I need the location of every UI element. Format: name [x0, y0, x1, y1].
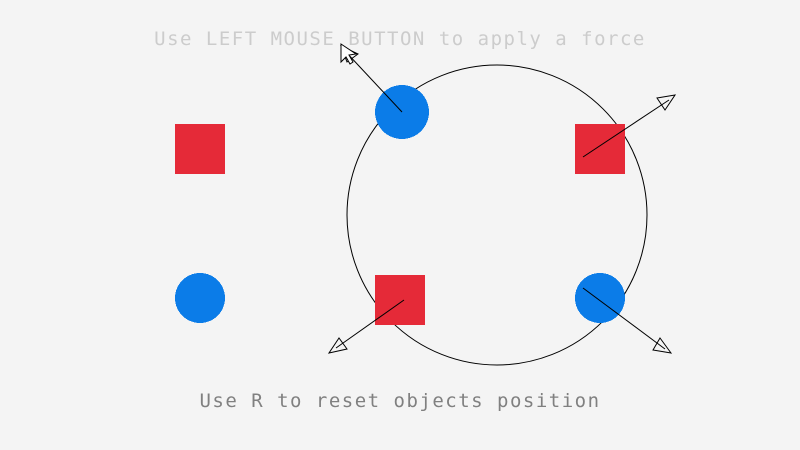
- body-square-left[interactable]: [175, 124, 225, 174]
- force-vector-circle-right: [582, 287, 673, 354]
- body-square-center[interactable]: [375, 275, 425, 325]
- boundary-circle: [346, 64, 648, 366]
- force-vector-square-right: [582, 94, 677, 158]
- mouse-cursor-icon: [340, 43, 358, 65]
- body-circle-left[interactable]: [175, 273, 225, 323]
- force-vector-square-center: [327, 299, 405, 354]
- hint-text-apply-force: Use LEFT MOUSE BUTTON to apply a force: [154, 28, 646, 50]
- body-square-right[interactable]: [575, 124, 625, 174]
- body-circle-right[interactable]: [575, 273, 625, 323]
- force-vector-circle-top: [340, 45, 403, 113]
- hint-text-reset-objects: Use R to reset objects position: [199, 390, 601, 412]
